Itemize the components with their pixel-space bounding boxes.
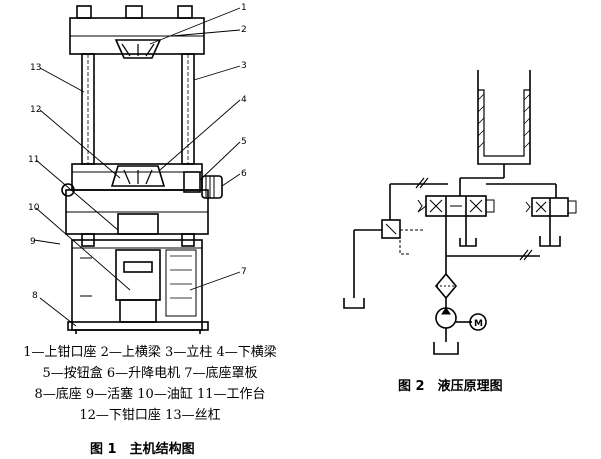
motor-label: M: [474, 319, 483, 329]
part-number-1: 1: [241, 3, 247, 13]
lower-jaw-seat: [110, 165, 166, 187]
top-nut-left: [76, 5, 92, 19]
top-nut-right: [177, 5, 193, 19]
part-number-8: 8: [32, 291, 38, 301]
part-number-5: 5: [241, 137, 247, 147]
piston: [123, 261, 153, 273]
part-number-2: 2: [241, 25, 247, 35]
figure2-caption: 图 2 液压原理图: [398, 379, 503, 394]
button-box: [183, 171, 201, 193]
part-number-4: 4: [241, 95, 247, 105]
motor: [469, 313, 487, 331]
tank: [433, 342, 459, 355]
base-cover-plate: [165, 249, 197, 317]
legend-line: 12—下钳口座 13—丝杠: [79, 408, 221, 423]
part-number-12: 12: [30, 105, 41, 115]
tank: [343, 298, 365, 309]
part-number-13: 13: [30, 63, 41, 73]
figure1-legend: 1—上钳口座 2—上横梁 3—立柱 4—下横梁 5—按钮盒 6—升降电机 7—底…: [0, 342, 300, 426]
part-number-9: 9: [30, 237, 36, 247]
legend-line: 1—上钳口座 2—上横梁 3—立柱 4—下横梁: [23, 345, 277, 360]
figure1-caption: 图 1 主机结构图: [90, 442, 195, 457]
lifting-motor: [201, 175, 223, 199]
part-number-7: 7: [241, 267, 247, 277]
hydraulic-schematic: M: [343, 70, 577, 355]
legend-line: 5—按钮盒 6—升降电机 7—底座罩板: [42, 366, 258, 381]
part-number-10: 10: [28, 203, 40, 213]
part-number-6: 6: [241, 169, 247, 179]
hydraulic-cylinder: [477, 70, 531, 165]
top-nut-center: [125, 5, 143, 19]
tank: [459, 238, 477, 247]
relief-valve: [381, 219, 401, 239]
part-number-3: 3: [241, 61, 247, 71]
part-number-11: 11: [28, 155, 39, 165]
main-machine-structure-drawing: 1 2 3 4 5 6 7 8 9 10 11 12 13: [28, 3, 247, 334]
upper-jaw-seat: [114, 39, 162, 59]
legend-line: 8—底座 9—活塞 10—油缸 11—工作台: [34, 387, 266, 402]
oil-cylinder: [115, 249, 161, 301]
